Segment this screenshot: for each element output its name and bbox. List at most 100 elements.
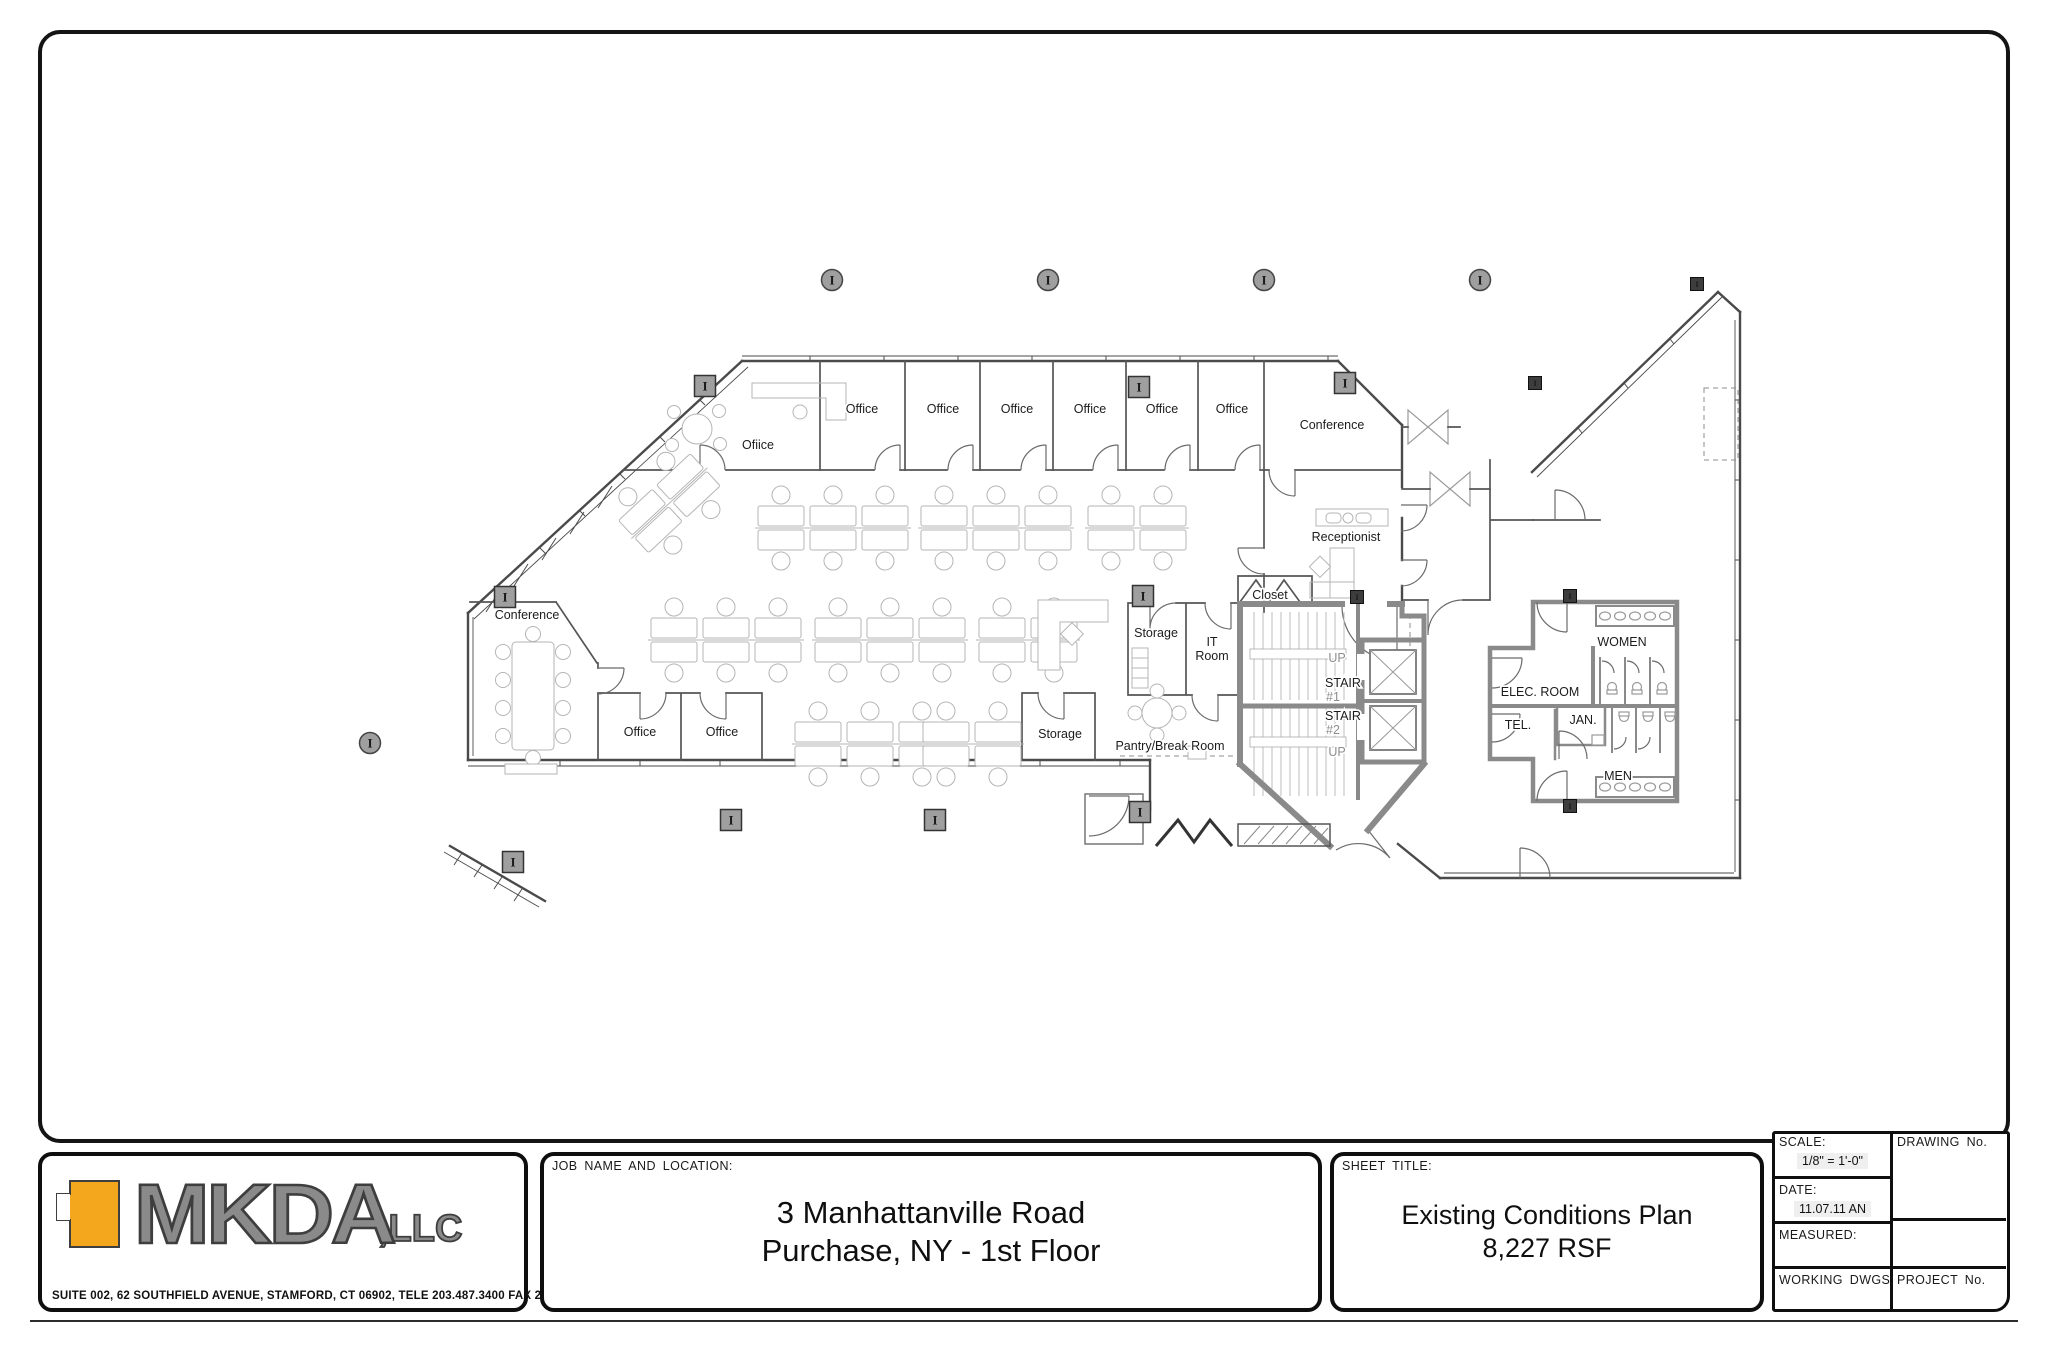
room-label-stair: STAIR	[1325, 676, 1361, 690]
steel-column-icon: I	[1128, 800, 1152, 824]
room-label--1: #1	[1326, 690, 1340, 704]
room-label-office: Office	[1146, 402, 1178, 416]
svg-text:I: I	[1568, 592, 1571, 601]
door-swings	[597, 444, 1586, 879]
working-dwgs-label: WORKING DWGS:	[1779, 1273, 1895, 1287]
room-label-jan-: JAN.	[1569, 713, 1596, 727]
scale-cell: SCALE: 1/8" = 1'-0"	[1775, 1134, 1890, 1179]
svg-text:I: I	[502, 590, 507, 605]
room-label-storage: Storage	[1038, 727, 1082, 741]
steel-column-icon: I	[1127, 375, 1151, 399]
room-label-office: Office	[706, 725, 738, 739]
drawing-no-label: DRAWING No.	[1897, 1135, 1988, 1149]
firm-address: SUITE 002, 62 SOUTHFIELD AVENUE, STAMFOR…	[52, 1290, 608, 1302]
steel-column-icon: I	[1131, 584, 1155, 608]
svg-text:I: I	[1355, 593, 1358, 602]
reception-desk	[1308, 508, 1389, 599]
room-label-ofiice: Ofiice	[742, 438, 774, 452]
mkda-logo-mark-icon	[56, 1180, 120, 1248]
steel-column-icon: I	[820, 268, 844, 292]
stair-core	[1235, 601, 1429, 851]
svg-text:I: I	[1568, 802, 1571, 811]
room-label-office: Office	[1074, 402, 1106, 416]
entry-vestibule	[1084, 793, 1331, 847]
room-label-pantry-break-room: Pantry/Break Room	[1115, 739, 1224, 753]
room-label-office: Office	[846, 402, 878, 416]
working-dwgs-cell: WORKING DWGS:	[1775, 1272, 1894, 1308]
toilet-fixtures	[1606, 681, 1676, 723]
project-no-label: PROJECT No.	[1897, 1273, 1986, 1287]
restrooms	[1487, 599, 1680, 804]
steel-column-icon: I	[1563, 799, 1577, 813]
corner-office-furniture	[665, 382, 847, 452]
sheet-title-panel: SHEET TITLE: Existing Conditions Plan 8,…	[1330, 1152, 1764, 1312]
room-label-office: Office	[1001, 402, 1033, 416]
svg-text:I: I	[1342, 376, 1347, 391]
steel-column-icon: I	[923, 808, 947, 832]
room-label-storage: Storage	[1134, 626, 1178, 640]
steel-column-icon: I	[1036, 268, 1060, 292]
room-label-office: Office	[624, 725, 656, 739]
structural-columns: I I I I I I I I I I I I I I I I I I I	[358, 268, 1704, 874]
blank-cell	[1893, 1224, 2006, 1269]
room-label--2: #2	[1326, 723, 1340, 737]
job-name-line2: Purchase, NY - 1st Floor	[761, 1233, 1101, 1268]
room-label-men: MEN	[1604, 769, 1632, 783]
plan-sheet-border	[38, 30, 2010, 1143]
steel-column-icon: I	[501, 850, 525, 874]
project-no-cell: PROJECT No.	[1893, 1272, 2006, 1308]
room-label-office: Office	[927, 402, 959, 416]
room-label-conference: Conference	[1300, 418, 1365, 432]
sheet-title-line2: 8,227 RSF	[1482, 1233, 1612, 1263]
logo-row: MKDA ,LLC	[56, 1171, 463, 1257]
steel-column-icon: I	[693, 374, 717, 398]
job-panel: JOB NAME AND LOCATION: 3 Manhattanville …	[540, 1152, 1322, 1312]
svg-text:I: I	[1533, 379, 1536, 388]
pantry-table	[1127, 683, 1207, 760]
lobby-double-doors	[1401, 408, 1491, 508]
svg-text:I: I	[932, 813, 937, 828]
logo-panel: MKDA ,LLC SUITE 002, 62 SOUTHFIELD AVENU…	[38, 1152, 608, 1312]
room-label-stair: STAIR	[1325, 709, 1361, 723]
measured-cell: MEASURED:	[1775, 1227, 1890, 1269]
brand-suffix: ,LLC	[377, 1208, 463, 1250]
room-label-room: Room	[1195, 649, 1228, 663]
sheet-title-label: SHEET TITLE:	[1342, 1159, 1433, 1173]
steel-column-icon: I	[1563, 589, 1577, 603]
room-label-receptionist: Receptionist	[1312, 530, 1381, 544]
exterior-walls	[443, 290, 1742, 908]
furniture	[495, 382, 1389, 787]
svg-text:I: I	[1477, 273, 1482, 288]
svg-text:I: I	[367, 736, 372, 751]
steel-column-icon: I	[358, 731, 382, 755]
room-label-office: Office	[1216, 402, 1248, 416]
room-label-closet: Closet	[1252, 588, 1288, 602]
steel-column-icon: I	[1528, 376, 1542, 390]
svg-text:I: I	[728, 813, 733, 828]
svg-text:I: I	[1261, 273, 1266, 288]
title-block-divider	[1890, 1134, 1893, 1309]
job-panel-label: JOB NAME AND LOCATION:	[552, 1159, 733, 1173]
conference-table	[495, 626, 571, 775]
room-label-up: UP	[1328, 651, 1345, 665]
svg-text:I: I	[829, 273, 834, 288]
scale-value: 1/8" = 1'-0"	[1797, 1153, 1868, 1169]
steel-column-icon: I	[1468, 268, 1492, 292]
date-label: DATE:	[1779, 1183, 1817, 1197]
steel-column-icon: I	[719, 808, 743, 832]
steel-column-icon: I	[1333, 371, 1357, 395]
window-mullion-ticks	[539, 338, 1740, 801]
steel-column-icon: I	[1252, 268, 1276, 292]
sheet-title-line1: Existing Conditions Plan	[1401, 1200, 1693, 1231]
room-label-tel-: TEL.	[1505, 718, 1531, 732]
job-name-line1: 3 Manhattanville Road	[776, 1195, 1086, 1231]
svg-text:I: I	[1136, 380, 1141, 395]
steel-column-icon: I	[1690, 277, 1704, 291]
svg-text:I: I	[702, 379, 707, 394]
steel-column-icon: I	[1350, 590, 1364, 604]
date-value: 11.07.11 AN	[1794, 1201, 1871, 1217]
svg-text:I: I	[1140, 589, 1145, 604]
svg-text:I: I	[1045, 273, 1050, 288]
title-block-grid: SCALE: 1/8" = 1'-0" DATE: 11.07.11 AN ME…	[1772, 1131, 2010, 1312]
